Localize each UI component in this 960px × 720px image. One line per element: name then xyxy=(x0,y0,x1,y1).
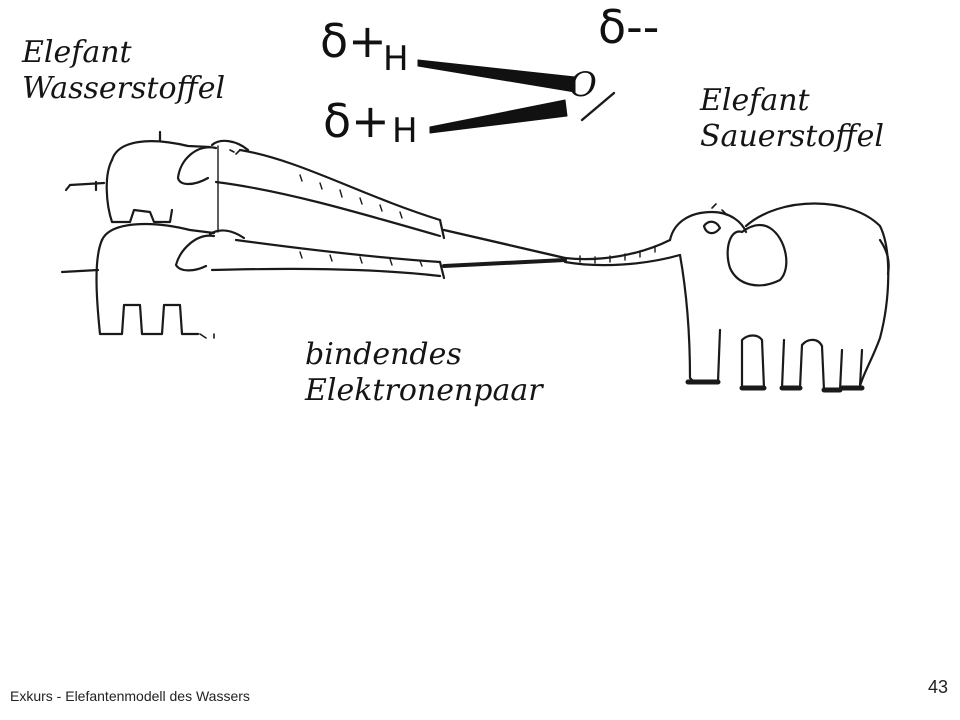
slide-footer-title: Exkurs - Elefantenmodell des Wassers xyxy=(10,688,250,704)
oxygen-elephant-label-line1: Elefant xyxy=(700,83,810,118)
lone-pair-dash xyxy=(580,91,616,122)
page-number: 43 xyxy=(928,677,949,697)
oxygen-elephant-label-line2: Sauerstoffel xyxy=(700,119,884,154)
partial-charge-positive-top: δ+ xyxy=(320,14,387,68)
electron-pair-label-line1: bindendes xyxy=(305,337,462,372)
hydrogen-elephant-top xyxy=(64,130,446,240)
hydrogen-elephant-bottom xyxy=(60,222,446,339)
electron-pair-bond xyxy=(442,228,567,268)
hydrogen-atom-top: H xyxy=(383,39,409,79)
partial-charge-negative: δ-- xyxy=(598,0,660,54)
hydrogen-elephant-label-line2: Wasserstoffel xyxy=(22,71,226,106)
partial-charge-positive-bottom: δ+ xyxy=(323,94,390,148)
bond-wedge-top xyxy=(417,59,576,93)
oxygen-elephant xyxy=(563,202,890,393)
hydrogen-atom-bottom: H xyxy=(392,111,418,151)
oxygen-atom: O xyxy=(569,65,597,105)
hydrogen-elephant-label-line1: Elefant xyxy=(22,35,132,70)
bond-wedge-bottom xyxy=(429,99,568,134)
electron-pair-label-line2: Elektronenpaar xyxy=(305,373,543,408)
